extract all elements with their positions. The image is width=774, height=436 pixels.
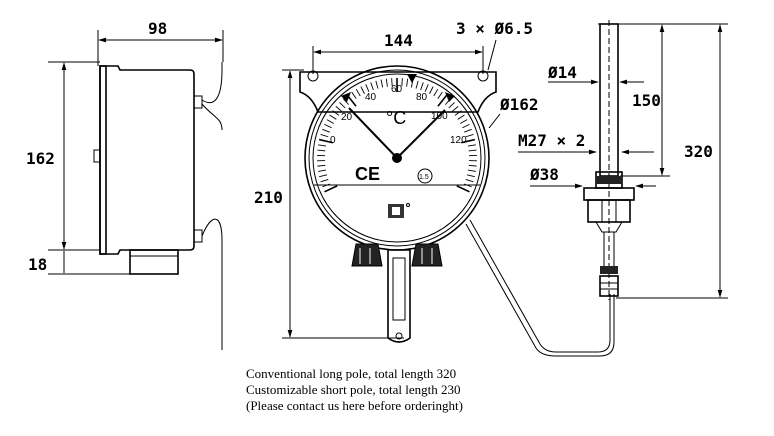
dim-side-width: 98 [148,19,167,38]
dim-thread: M27 × 2 [518,131,585,150]
minor-tick [320,179,329,183]
pointer-left [348,107,398,159]
major-tick [456,185,470,193]
minor-tick [355,88,361,97]
dim-rod-diameter: Ø14 [547,63,577,82]
dim-dial-diameter: Ø162 [499,95,539,114]
minor-tick [401,78,403,87]
minor-tick [320,133,329,138]
minor-tick [406,78,409,87]
minor-tick [351,91,357,99]
dim-side-bottom: 18 [28,255,47,274]
note-line-1: Conventional long pole, total length 320 [246,366,456,381]
minor-tick [380,79,384,88]
dim-mount-holes: 3 × Ø6.5 [456,19,533,38]
set-marker-mid [407,74,417,83]
minor-tick [468,149,477,152]
minor-tick [391,78,393,87]
minor-tick [467,144,476,147]
minor-tick [457,114,465,120]
minor-tick [335,106,343,112]
minor-tick [385,78,388,87]
side-view: 98 162 18 [26,19,224,350]
minor-tick [448,102,455,109]
minor-tick [370,82,374,91]
dim-total-length: 320 [684,142,713,161]
pointer-hub [392,153,402,163]
minor-tick [465,179,474,183]
minor-tick [467,169,476,172]
scale-label-20: 20 [341,112,353,123]
minor-tick [437,91,443,99]
minor-tick [360,86,365,94]
dim-rod-length: 150 [632,91,661,110]
major-tick [437,94,448,107]
dim-side-height: 162 [26,149,55,168]
dim-fitting-diameter: Ø38 [529,165,559,184]
dim-overall-height: 210 [254,188,283,207]
major-tick [318,138,333,144]
minor-tick [429,86,434,94]
minor-tick [451,106,459,112]
scale-label-60: 60 [391,84,403,95]
dim-mount-spacing: 144 [384,31,413,50]
minor-tick [468,164,477,167]
major-tick [324,185,338,193]
minor-tick [324,123,332,129]
ce-mark: CE [355,164,380,184]
minor-tick [459,119,468,124]
minor-tick [424,84,429,92]
note-line-3: (Please contact us here before orderingh… [246,398,463,413]
minor-tick [319,174,328,178]
probe-view: 320 Ø14 150 M27 × 2 Ø38 [518,20,728,300]
minor-tick [326,119,335,124]
cable-gland-left [351,243,383,267]
minor-tick [342,98,350,105]
notes: Conventional long pole, total length 320… [246,366,463,413]
minor-tick [415,80,419,89]
minor-tick [332,110,340,116]
minor-tick [465,133,474,138]
dial-scale-ticks [317,78,477,193]
minor-tick [464,128,472,133]
minor-tick [322,128,330,133]
minor-tick [317,164,326,167]
scale-label-120: 120 [450,135,467,146]
note-line-2: Customizable short pole, total length 23… [246,382,460,397]
front-view: 144 3 × Ø6.5 210 Ø162 0 20 40 60 80 100 … [254,19,615,357]
set-marker-right [445,92,455,102]
minor-tick [318,144,327,147]
minor-tick [317,149,326,152]
class-mark: 1.5 [419,174,429,181]
minor-tick [318,169,327,172]
cable-gland-right [411,243,443,267]
scale-label-80: 80 [416,92,428,103]
dial-unit: °C [386,108,406,128]
minor-tick [454,110,462,116]
minor-tick [339,102,346,109]
minor-tick [466,174,475,178]
minor-tick [420,82,424,91]
pointer-right [396,109,446,159]
minor-tick [365,84,370,92]
minor-tick [375,80,379,89]
major-tick [461,138,476,144]
minor-tick [329,114,337,120]
set-marker-left [341,92,351,102]
scale-label-40: 40 [365,92,377,103]
minor-tick [433,88,439,97]
scale-label-0: 0 [330,135,336,146]
minor-tick [462,123,470,129]
